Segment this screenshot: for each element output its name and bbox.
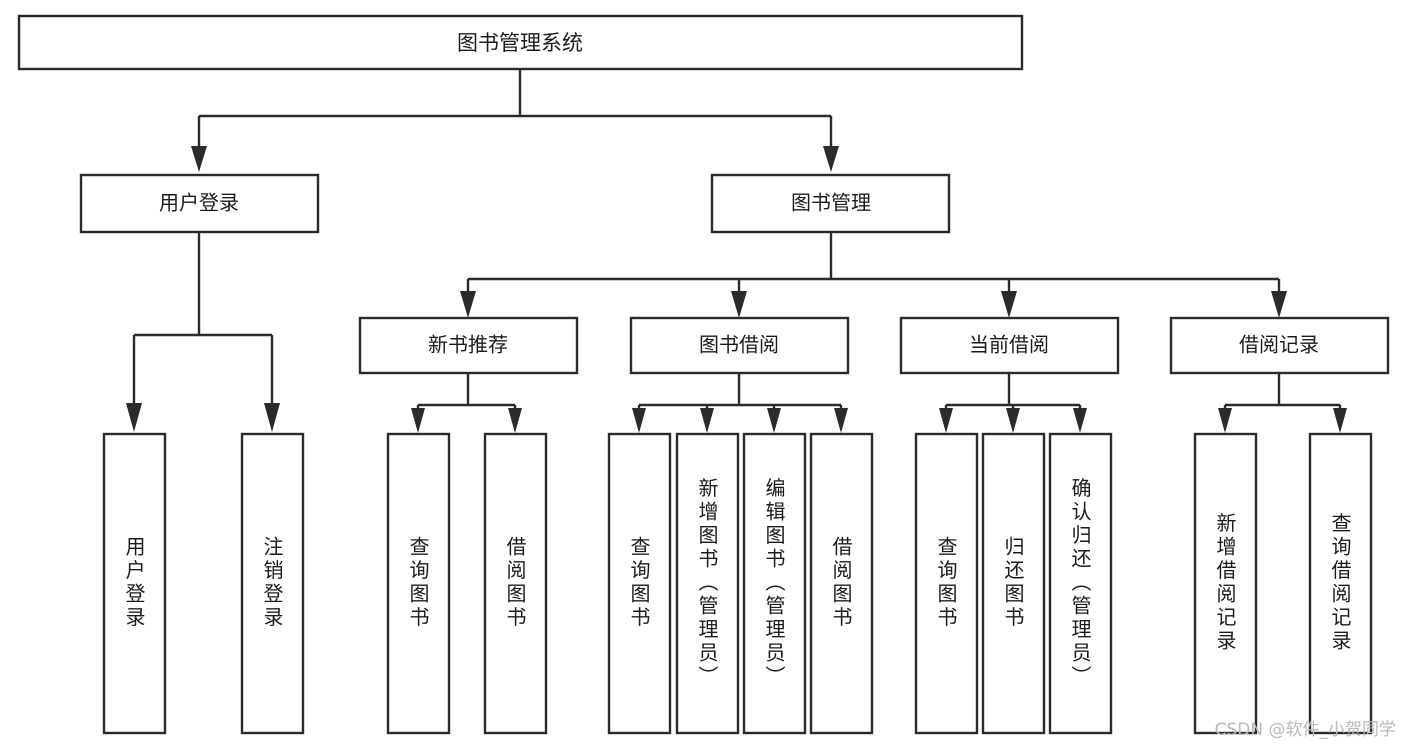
node-current-borrow[interactable]: 当前借阅 <box>899 316 1120 375</box>
leaf-node-user-login-login[interactable]: 用户登录 <box>102 432 167 735</box>
arrow-book-borrow-leaf-4 <box>834 408 848 433</box>
root-label: 图书管理系统 <box>457 31 583 55</box>
leaf-node-book-borrow-lend[interactable]: 借阅图书 <box>809 432 874 735</box>
leaf-node-new-book-borrow[interactable]: 借阅图书 <box>483 432 548 735</box>
leaf-node-borrow-record-query[interactable]: 查询借阅记录 <box>1308 432 1373 735</box>
arrow-level3-current-borrow <box>1001 291 1017 318</box>
arrow-user-login-leaf-2 <box>264 403 280 432</box>
arrow-current-borrow-leaf-2 <box>1006 408 1020 433</box>
leaf-label: 用户登录 <box>122 536 146 630</box>
leaf-box[interactable] <box>607 432 672 735</box>
arrow-new-book-leaf-2 <box>508 408 522 433</box>
book-borrow-label: 图书借阅 <box>699 333 779 357</box>
node-root-system[interactable]: 图书管理系统 <box>17 14 1024 71</box>
leaf-label: 注销登录 <box>260 536 284 630</box>
leaf-box[interactable] <box>675 432 740 735</box>
leaf-label: 查询图书 <box>627 536 651 630</box>
leaf-box[interactable] <box>483 432 548 735</box>
leaf-label: 借阅图书 <box>829 536 853 630</box>
arrow-book-borrow-leaf-1 <box>632 408 646 433</box>
arrow-current-borrow-leaf-1 <box>939 408 953 433</box>
leaf-box[interactable] <box>1193 432 1258 735</box>
leaf-label: 查询图书 <box>934 536 958 630</box>
book-manage-box[interactable] <box>710 173 951 234</box>
leaf-box[interactable] <box>742 432 807 735</box>
leaf-label: 查询借阅记录 <box>1328 512 1352 653</box>
connector-layer <box>126 69 1347 433</box>
arrow-book-borrow-leaf-2 <box>700 408 714 433</box>
arrow-root-to-book-manage <box>823 146 839 172</box>
leaf-box[interactable] <box>240 432 305 735</box>
arrow-level3-borrow-record <box>1271 291 1287 318</box>
user-login-box[interactable] <box>79 173 320 234</box>
leaf-node-book-borrow-edit[interactable]: 编辑图书（管理员） <box>742 432 807 735</box>
leaf-node-book-borrow-add[interactable]: 新增图书（管理员） <box>675 432 740 735</box>
leaf-box[interactable] <box>1308 432 1373 735</box>
arrow-current-borrow-leaf-3 <box>1073 408 1087 433</box>
book-borrow-box[interactable] <box>629 316 850 375</box>
leaf-box[interactable] <box>1048 432 1113 735</box>
leaf-box[interactable] <box>386 432 451 735</box>
leaf-box[interactable] <box>914 432 979 735</box>
leaf-label: 编辑图书（管理员） <box>762 477 786 689</box>
leaf-node-user-login-logout[interactable]: 注销登录 <box>240 432 305 735</box>
borrow-record-label: 借阅记录 <box>1239 333 1319 357</box>
arrow-book-borrow-leaf-3 <box>767 408 781 433</box>
leaf-label: 查询图书 <box>406 536 430 630</box>
borrow-record-box[interactable] <box>1169 316 1390 375</box>
node-new-book-recommend[interactable]: 新书推荐 <box>358 316 579 375</box>
leaf-label: 确认归还（管理员） <box>1068 477 1092 689</box>
leaf-label: 新增图书（管理员） <box>695 477 719 689</box>
new-book-recommend-label: 新书推荐 <box>428 333 508 357</box>
current-borrow-label: 当前借阅 <box>969 333 1049 357</box>
arrow-level3-book-borrow <box>731 291 747 318</box>
leaf-node-current-borrow-query[interactable]: 查询图书 <box>914 432 979 735</box>
node-user-login[interactable]: 用户登录 <box>79 173 320 234</box>
leaf-box[interactable] <box>981 432 1046 735</box>
leaf-node-new-book-query[interactable]: 查询图书 <box>386 432 451 735</box>
leaf-label: 归还图书 <box>1001 536 1025 630</box>
user-login-label: 用户登录 <box>159 191 239 215</box>
leaf-node-book-borrow-query[interactable]: 查询图书 <box>607 432 672 735</box>
arrow-root-to-user-login <box>191 146 207 172</box>
node-book-manage[interactable]: 图书管理 <box>710 173 951 234</box>
arrow-user-login-leaf-1 <box>126 403 142 432</box>
arrow-borrow-record-leaf-1 <box>1218 408 1232 433</box>
csdn-watermark: CSDN @软件_小贺同学 <box>1215 720 1396 740</box>
arrow-borrow-record-leaf-2 <box>1333 408 1347 433</box>
leaf-box[interactable] <box>809 432 874 735</box>
root-box[interactable] <box>17 14 1024 71</box>
book-manage-label: 图书管理 <box>791 191 871 215</box>
leaf-label: 借阅图书 <box>503 536 527 630</box>
current-borrow-box[interactable] <box>899 316 1120 375</box>
leaf-node-borrow-record-add[interactable]: 新增借阅记录 <box>1193 432 1258 735</box>
leaf-node-current-borrow-confirm[interactable]: 确认归还（管理员） <box>1048 432 1113 735</box>
leaf-box[interactable] <box>102 432 167 735</box>
node-borrow-record[interactable]: 借阅记录 <box>1169 316 1390 375</box>
new-book-recommend-box[interactable] <box>358 316 579 375</box>
arrow-new-book-leaf-1 <box>411 408 425 433</box>
node-book-borrow[interactable]: 图书借阅 <box>629 316 850 375</box>
leaf-node-current-borrow-return[interactable]: 归还图书 <box>981 432 1046 735</box>
leaf-label: 新增借阅记录 <box>1213 512 1237 653</box>
arrow-level3-new-book <box>460 291 476 318</box>
